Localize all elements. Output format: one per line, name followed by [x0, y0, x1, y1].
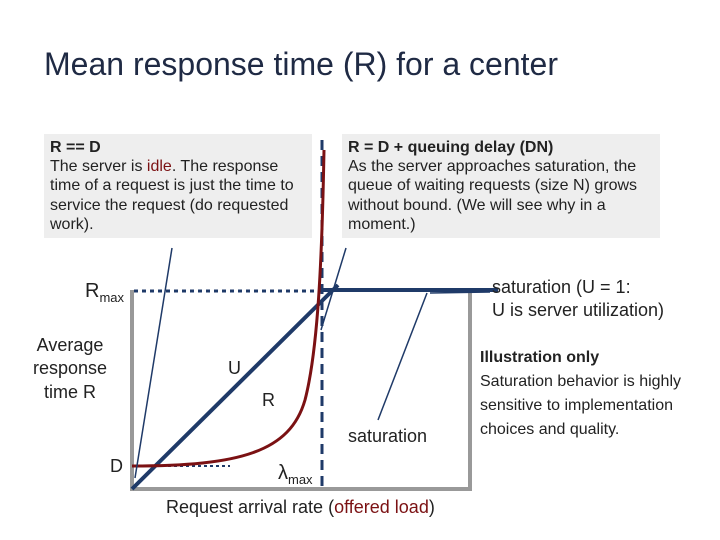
d-label: D: [110, 456, 123, 476]
right-note-heading: R = D + queuing delay (DN): [348, 139, 554, 156]
lambda-sub: max: [288, 472, 313, 487]
response-curve: [131, 149, 326, 468]
left-note-line1-post: . The: [171, 158, 208, 176]
y-axis-label-line1: Average: [36, 335, 104, 355]
left-note-pointer: [134, 247, 173, 479]
x-axis-label-post: ): [428, 497, 435, 517]
lambda-max-label: λmax: [278, 462, 313, 487]
saturation-pointer: [377, 292, 428, 421]
saturation-note-pointer: [429, 291, 491, 294]
left-note-line1-pre: The server is: [50, 158, 147, 176]
right-note: R = D + queuing delay (DN) As the server…: [342, 134, 660, 238]
x-axis-label: Request arrival rate (offered load): [166, 497, 435, 518]
rmax-sub: max: [99, 290, 125, 305]
saturation-label: saturation: [348, 426, 428, 446]
rmax-label: Rmax: [85, 280, 124, 305]
r-label: R: [262, 390, 275, 410]
right-note-body: As the server approaches saturation, the…: [348, 158, 638, 233]
illustration-heading: Illustration only: [480, 349, 600, 366]
rmax-main: R: [85, 280, 100, 302]
saturation-note: saturation (U = 1: U is server utilizati…: [492, 276, 664, 323]
utilization-line: [130, 283, 340, 491]
u-label: U: [228, 358, 241, 378]
saturation-note-line2: U is server utilization): [492, 300, 665, 321]
saturation-note-line1: saturation (U = 1:: [492, 277, 631, 297]
left-note-body: The server is idle. The response time of…: [50, 157, 306, 234]
lambda-main: λ: [278, 462, 288, 484]
right-note-pointer: [320, 247, 347, 331]
left-note-heading: R == D: [50, 139, 101, 156]
left-note-idle: idle: [146, 158, 172, 176]
page-title: Mean response time (R) for a center: [44, 46, 558, 82]
illustration-note: Illustration only Saturation behavior is…: [480, 346, 704, 442]
x-axis-label-pre: Request arrival rate (: [166, 497, 335, 517]
left-note-rest: response time of a request is just the t…: [50, 158, 294, 233]
left-note: R == D The server is idle. The response …: [44, 134, 312, 238]
illustration-body: Saturation behavior is highly sensitive …: [480, 373, 682, 438]
y-axis-label-line3: time R: [43, 381, 96, 402]
y-axis-label-line2: response: [32, 358, 108, 379]
x-axis-label-highlight: offered load: [334, 497, 429, 517]
y-axis-label: Average response time R: [22, 334, 118, 404]
